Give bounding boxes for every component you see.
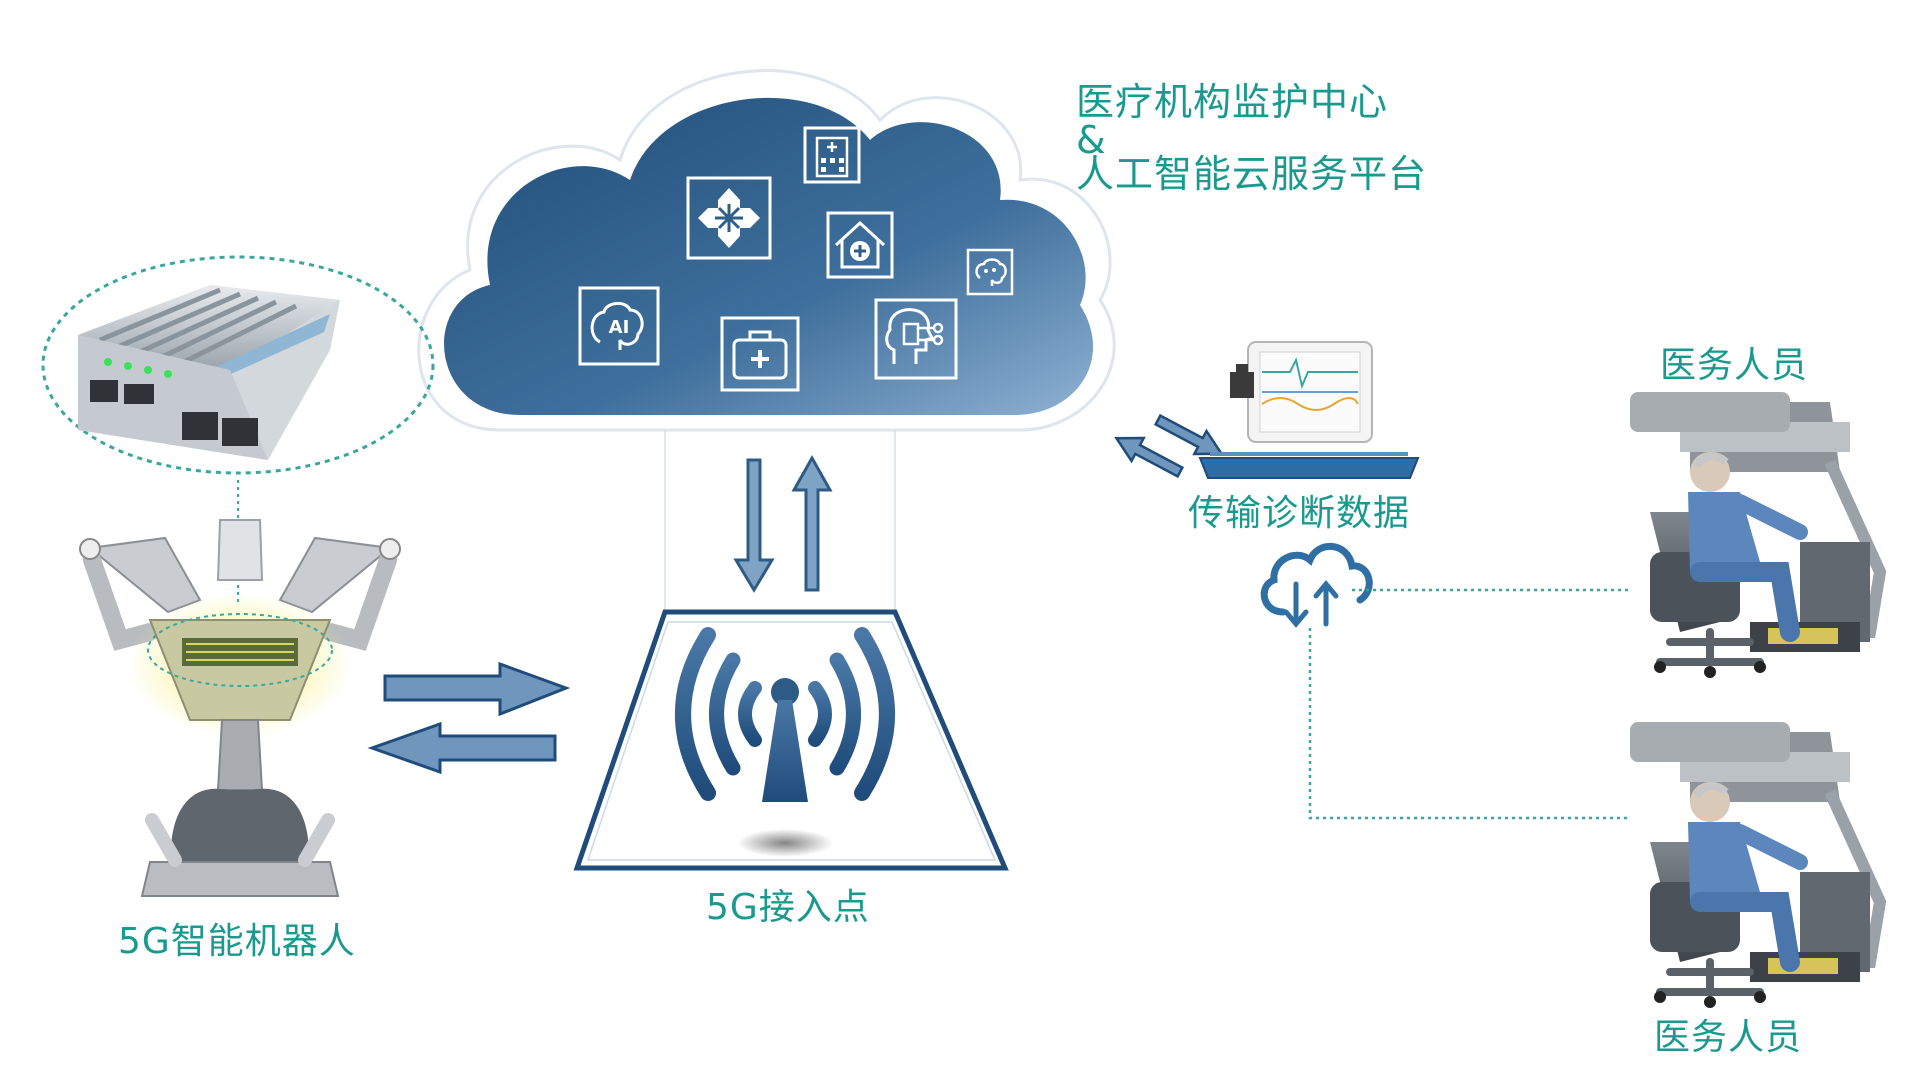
edge-computing-box <box>78 285 340 460</box>
staff-label-top: 医务人员 <box>1660 345 1809 386</box>
robot-to-ap-arrow <box>383 661 571 717</box>
cloud-downlink-arrow <box>733 458 775 593</box>
monitor-laptop-icon <box>1198 341 1420 479</box>
sync-cloud-icon <box>1260 542 1373 628</box>
transmit-data-label: 传输诊断数据 <box>1188 493 1411 534</box>
medical-cross-icon <box>686 176 772 260</box>
mind-brain-icon <box>966 248 1014 296</box>
staff-connector-lines <box>1308 588 1628 820</box>
ai-brain-icon: AI <box>578 286 660 366</box>
first-aid-kit-icon <box>720 316 800 392</box>
ai-head-icon <box>874 298 958 380</box>
laptop-to-cloud-arrow <box>1114 436 1185 479</box>
cloud-title-ampersand: & <box>1076 118 1107 162</box>
access-point-label: 5G接入点 <box>706 887 870 928</box>
cloud-uplink-arrow <box>791 454 833 592</box>
cloud-title-line1: 医疗机构监护中心 <box>1076 80 1389 124</box>
surgical-robot <box>41 255 435 897</box>
hospital-building-icon <box>803 126 861 184</box>
edge-device-callout <box>41 255 435 475</box>
robot-label: 5G智能机器人 <box>118 921 356 962</box>
ap-to-robot-arrow <box>367 721 557 775</box>
surgeon-console-bottom <box>1630 722 1887 1008</box>
wifi-signal-icon <box>675 627 895 802</box>
home-health-icon <box>826 211 894 279</box>
staff-label-bottom: 医务人员 <box>1654 1017 1803 1058</box>
surgeon-console-top <box>1630 392 1887 678</box>
cloud-title-line3: 人工智能云服务平台 <box>1076 152 1428 196</box>
ai-brain-text: AI <box>609 317 630 338</box>
cloud-to-laptop-arrow <box>1153 413 1224 456</box>
